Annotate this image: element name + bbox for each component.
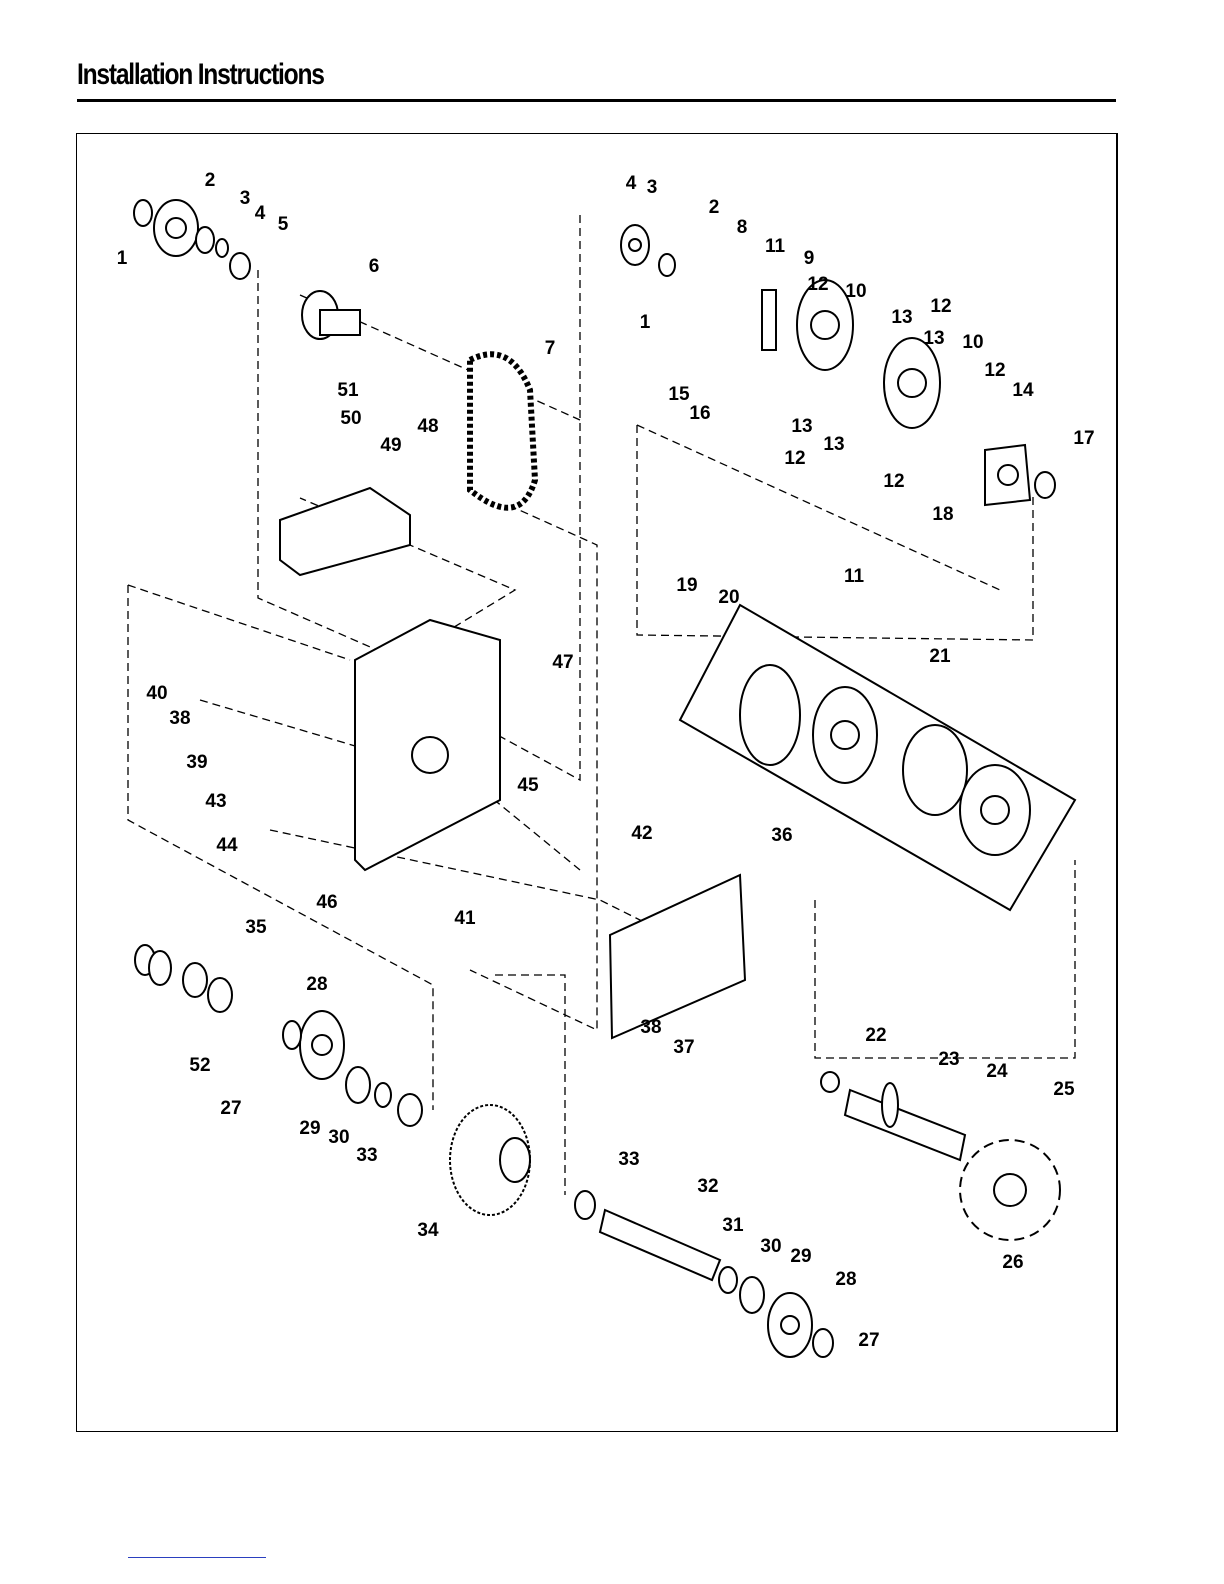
callout-24: 24 [986,1061,1008,1082]
callout-3: 3 [240,188,251,209]
callout-13: 13 [791,416,812,437]
callout-35: 35 [245,917,267,938]
callout-13: 13 [923,328,944,349]
callout-28: 28 [306,974,327,995]
parts [133,199,1077,1358]
callout-38: 38 [640,1017,661,1038]
callout-21: 21 [929,646,951,667]
callout-38: 38 [169,708,190,729]
callout-25: 25 [1053,1079,1075,1100]
callout-14: 14 [1012,380,1034,401]
callout-51: 51 [337,380,359,401]
callout-17: 17 [1073,428,1094,449]
callout-48: 48 [417,416,438,437]
callout-13: 13 [891,307,912,328]
callout-15: 15 [668,384,690,405]
callout-12: 12 [883,471,904,492]
callout-29: 29 [790,1246,811,1267]
callout-10: 10 [845,281,866,302]
callout-1: 1 [640,312,651,333]
callout-36: 36 [771,825,792,846]
callout-37: 37 [673,1037,694,1058]
callout-41: 41 [454,908,476,929]
callout-3: 3 [647,177,658,198]
callout-26: 26 [1002,1252,1023,1273]
callout-12: 12 [784,448,805,469]
callout-33: 33 [356,1145,377,1166]
callout-11: 11 [844,566,865,587]
page-title: Installation Instructions [77,58,325,91]
callout-44: 44 [216,835,238,856]
callout-16: 16 [689,403,710,424]
callout-31: 31 [722,1215,744,1236]
callout-12: 12 [807,274,828,295]
callout-2: 2 [205,170,216,191]
callout-30: 30 [760,1236,781,1257]
callout-22: 22 [865,1025,886,1046]
callout-6: 6 [369,256,380,277]
callout-1: 1 [117,248,128,269]
assembly-leader-lines [127,215,1076,1195]
callout-23: 23 [938,1049,959,1070]
header-rule [77,99,1116,102]
callout-11: 11 [765,236,786,257]
callout-52: 52 [189,1055,210,1076]
callout-13: 13 [823,434,844,455]
callout-27: 27 [220,1098,241,1119]
callout-50: 50 [340,408,361,429]
callout-42: 42 [631,823,652,844]
callout-9: 9 [804,248,815,269]
callout-30: 30 [328,1127,349,1148]
callout-8: 8 [737,217,748,238]
callout-45: 45 [517,775,539,796]
callout-4: 4 [255,203,266,224]
footer-link-line [128,1557,266,1558]
callout-34: 34 [417,1220,439,1241]
callout-20: 20 [718,587,739,608]
callout-47: 47 [552,652,573,673]
callout-33: 33 [618,1149,639,1170]
callout-27: 27 [858,1330,879,1351]
callout-12: 12 [984,360,1005,381]
callout-40: 40 [146,683,167,704]
callout-46: 46 [316,892,337,913]
callout-39: 39 [186,752,207,773]
callout-5: 5 [278,214,289,235]
callout-18: 18 [932,504,953,525]
callout-4: 4 [626,173,637,194]
callout-7: 7 [545,338,556,359]
callout-43: 43 [205,791,226,812]
callout-12: 12 [930,296,951,317]
callout-49: 49 [380,435,401,456]
callout-29: 29 [299,1118,320,1139]
callout-28: 28 [835,1269,856,1290]
callout-32: 32 [697,1176,718,1197]
callout-10: 10 [962,332,983,353]
callout-2: 2 [709,197,720,218]
diagram-frame [76,133,1118,1432]
callout-19: 19 [676,575,697,596]
